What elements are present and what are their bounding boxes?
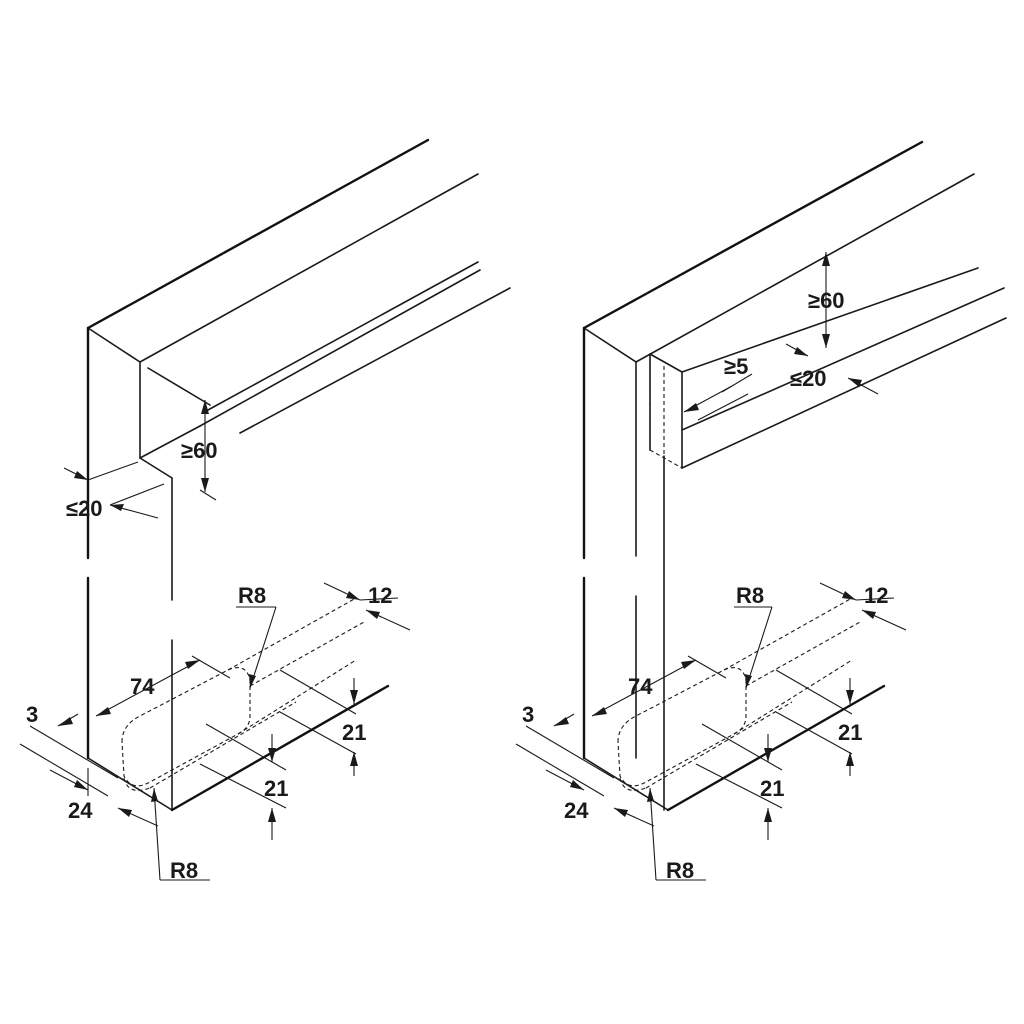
left-label-radius-bottom: R8: [170, 858, 198, 883]
left-label-radius-top: R8: [238, 583, 266, 608]
left-dim-depth-right: 21: [279, 669, 366, 776]
left-label-depth-front: 21: [264, 776, 288, 801]
right-dim-offset: 3: [515, 702, 615, 797]
right-label-radius-top: R8: [736, 583, 764, 608]
left-cabinet-drawing: ≥60 ≤20 R8 12: [19, 138, 511, 883]
right-dim-edge: 24: [545, 769, 655, 827]
right-label-width: 12: [864, 583, 888, 608]
left-dim-depth-front: 21: [199, 723, 288, 840]
right-dim-depth-front: 21: [695, 723, 784, 840]
right-label-depth-right: 21: [838, 720, 862, 745]
right-dim-depth-right: 21: [775, 669, 862, 776]
left-dim-max-thickness: ≤20: [63, 461, 165, 521]
right-label-min-gap: ≥5: [724, 354, 748, 379]
left-label-offset: 3: [26, 702, 38, 727]
left-recess-outline: [121, 597, 365, 791]
left-label-edge: 24: [68, 798, 93, 823]
left-label-depth-right: 21: [342, 720, 366, 745]
right-dim-min-gap: ≥5: [683, 354, 753, 421]
left-panel-outline: [86, 138, 511, 812]
left-label-width: 12: [368, 583, 392, 608]
right-dim-radius-top: R8: [734, 583, 773, 689]
right-cabinet-drawing: ≥60 ≥5 ≤20 R8: [515, 140, 1007, 883]
right-label-max-thickness: ≤20: [790, 366, 827, 391]
right-label-edge: 24: [564, 798, 589, 823]
left-dim-width: 12: [323, 582, 411, 631]
left-dim-min-height: ≥60: [181, 400, 218, 501]
right-dim-width: 12: [819, 582, 907, 631]
right-dim-min-height: ≥60: [808, 252, 845, 348]
left-dim-offset: 3: [19, 702, 119, 797]
right-panel-outline: [582, 140, 1007, 812]
left-dim-radius-bottom: R8: [151, 787, 210, 883]
left-label-length: 74: [130, 674, 155, 699]
left-dim-length: 74: [95, 655, 231, 717]
right-recess-outline: [617, 597, 861, 791]
right-label-length: 74: [628, 674, 653, 699]
left-dim-edge: 24: [49, 768, 159, 827]
right-label-min-height: ≥60: [808, 288, 845, 313]
right-dim-length: 74: [591, 655, 727, 717]
right-dim-radius-bottom: R8: [647, 787, 706, 883]
right-dim-max-thickness: ≤20: [785, 343, 879, 395]
left-label-max-thickness: ≤20: [66, 496, 103, 521]
left-label-min-height: ≥60: [181, 438, 218, 463]
right-label-radius-bottom: R8: [666, 858, 694, 883]
right-label-depth-front: 21: [760, 776, 784, 801]
right-label-offset: 3: [522, 702, 534, 727]
left-dim-radius-top: R8: [236, 583, 277, 689]
